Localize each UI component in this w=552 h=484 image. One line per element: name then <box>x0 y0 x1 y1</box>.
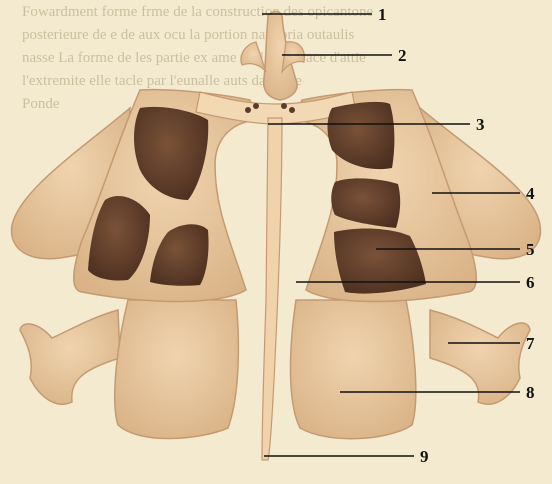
left-pterygoid-process <box>20 310 120 404</box>
left-inferior-concha <box>115 300 239 439</box>
perpendicular-plate <box>262 118 282 460</box>
label-number: 1 <box>378 5 387 24</box>
right-pterygoid-process <box>430 310 530 404</box>
label-number: 8 <box>526 383 535 402</box>
label-number: 6 <box>526 273 535 292</box>
alar-process <box>241 42 266 72</box>
label-number: 4 <box>526 184 535 203</box>
label-number: 9 <box>420 447 429 466</box>
label-number: 7 <box>526 334 535 353</box>
label-number: 2 <box>398 46 407 65</box>
right-inferior-concha <box>291 300 416 439</box>
alar-process <box>282 42 304 72</box>
label-number: 3 <box>476 115 485 134</box>
label-number: 5 <box>526 240 535 259</box>
